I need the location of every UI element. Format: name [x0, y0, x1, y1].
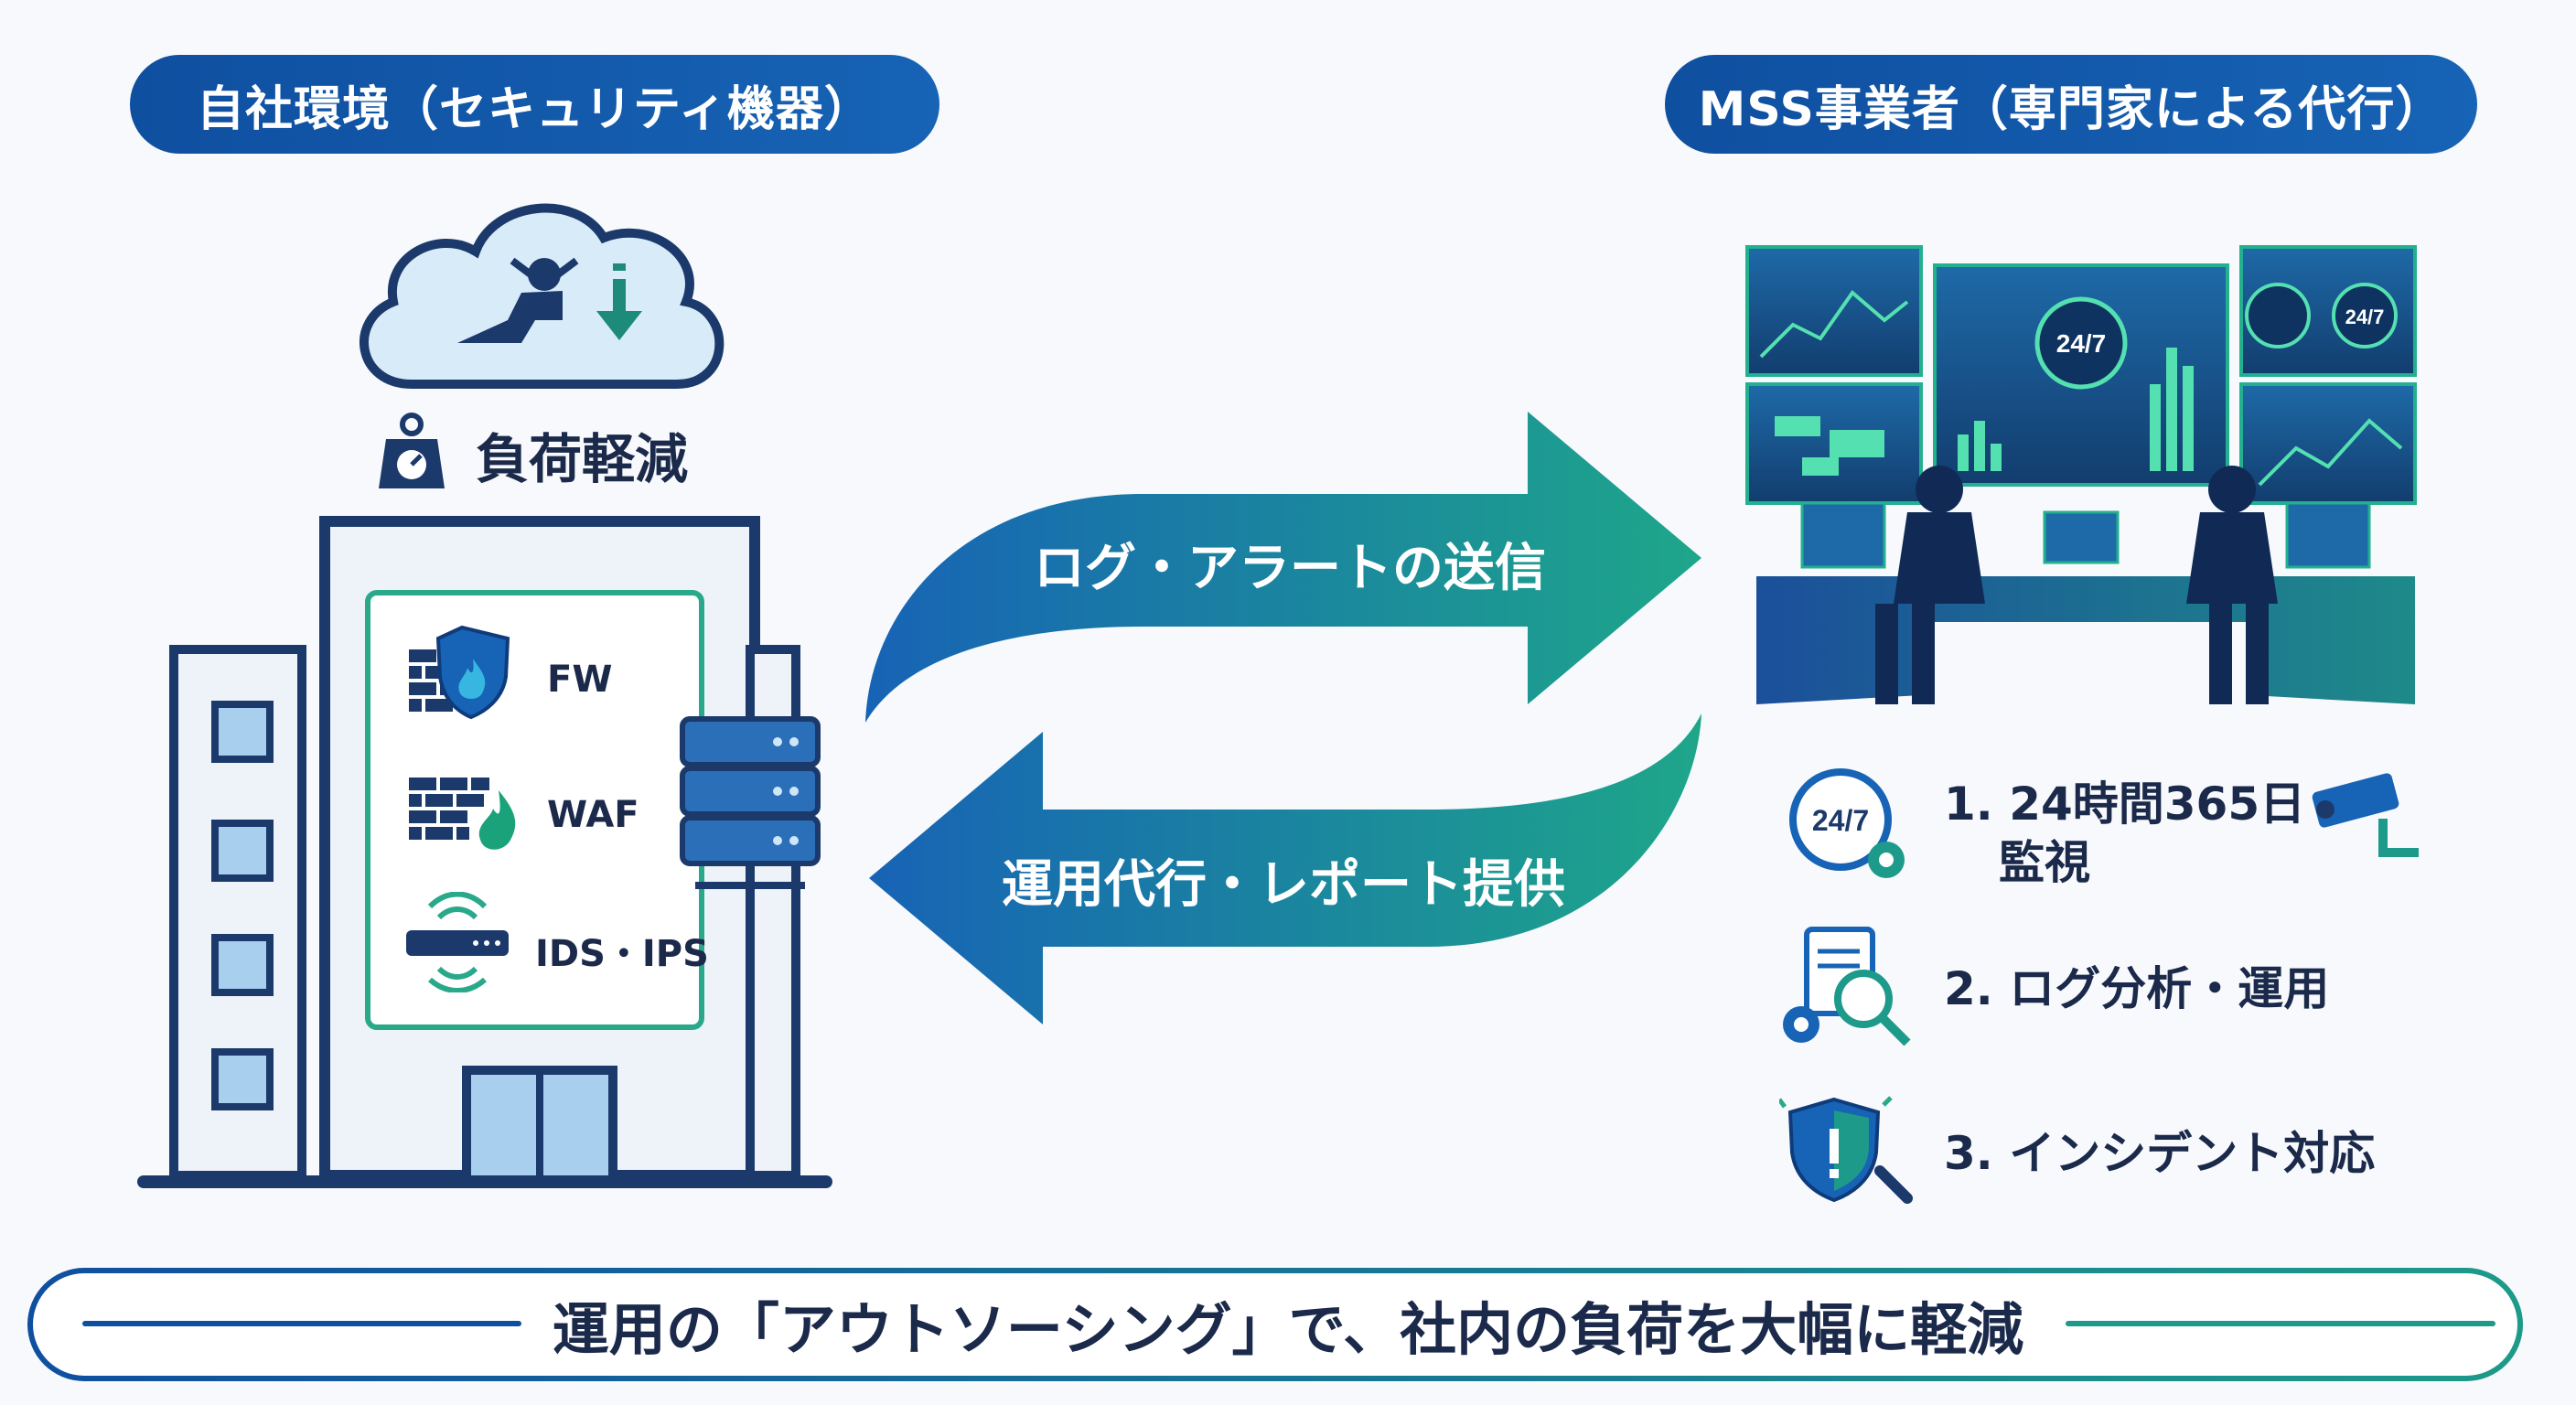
device-label-fw: FW — [547, 659, 613, 701]
cloud-relax-icon — [360, 203, 724, 389]
service-label-2: 2. ログ分析・運用 — [1944, 962, 2330, 1015]
service-label-3: 3. インシデント対応 — [1944, 1127, 2376, 1180]
screen-badge-24-7-small: 24/7 — [2345, 306, 2385, 328]
firewall-shield-icon — [409, 625, 510, 720]
service-label-1: 1. 24時間365日 — [1944, 778, 2306, 831]
arrows-graphic — [865, 412, 1701, 1024]
clock-24-7-icon: 24/7 — [1789, 768, 1905, 878]
security-camera-icon — [2312, 773, 2419, 857]
service-label-1-line2: 監視 — [1999, 836, 2090, 889]
arrow-send — [865, 412, 1701, 723]
arrow-return — [869, 713, 1701, 1024]
soc-monitoring-room: 24/7 24/7 — [1745, 245, 2417, 704]
left-section-header: 自社環境（セキュリティ機器） — [130, 55, 939, 154]
device-label-ids-ips: IDS・IPS — [535, 933, 709, 975]
server-rack-icon — [680, 716, 821, 889]
svg-text:24/7: 24/7 — [1812, 804, 1869, 837]
shield-wrench-icon — [1779, 1089, 1913, 1204]
arrow-send-label: ログ・アラートの送信 — [1034, 539, 1546, 598]
arrow-return-label: 運用代行・レポート提供 — [1002, 855, 1565, 915]
weight-icon — [379, 413, 445, 488]
device-label-waf: WAF — [547, 794, 639, 836]
screen-badge-24-7: 24/7 — [2056, 329, 2107, 358]
footer-line-right — [2066, 1321, 2496, 1326]
document-search-icon — [1783, 927, 1911, 1046]
network-sensor-icon — [406, 892, 509, 992]
footer-line-left — [82, 1321, 521, 1326]
right-section-header: MSS事業者（専門家による代行） — [1665, 55, 2477, 154]
firewall-flame-icon — [409, 778, 516, 850]
footer-text: 運用の「アウトソーシング」で、社内の負荷を大幅に軽減 — [552, 1296, 2024, 1363]
load-reduction-label: 負荷軽減 — [476, 428, 689, 490]
